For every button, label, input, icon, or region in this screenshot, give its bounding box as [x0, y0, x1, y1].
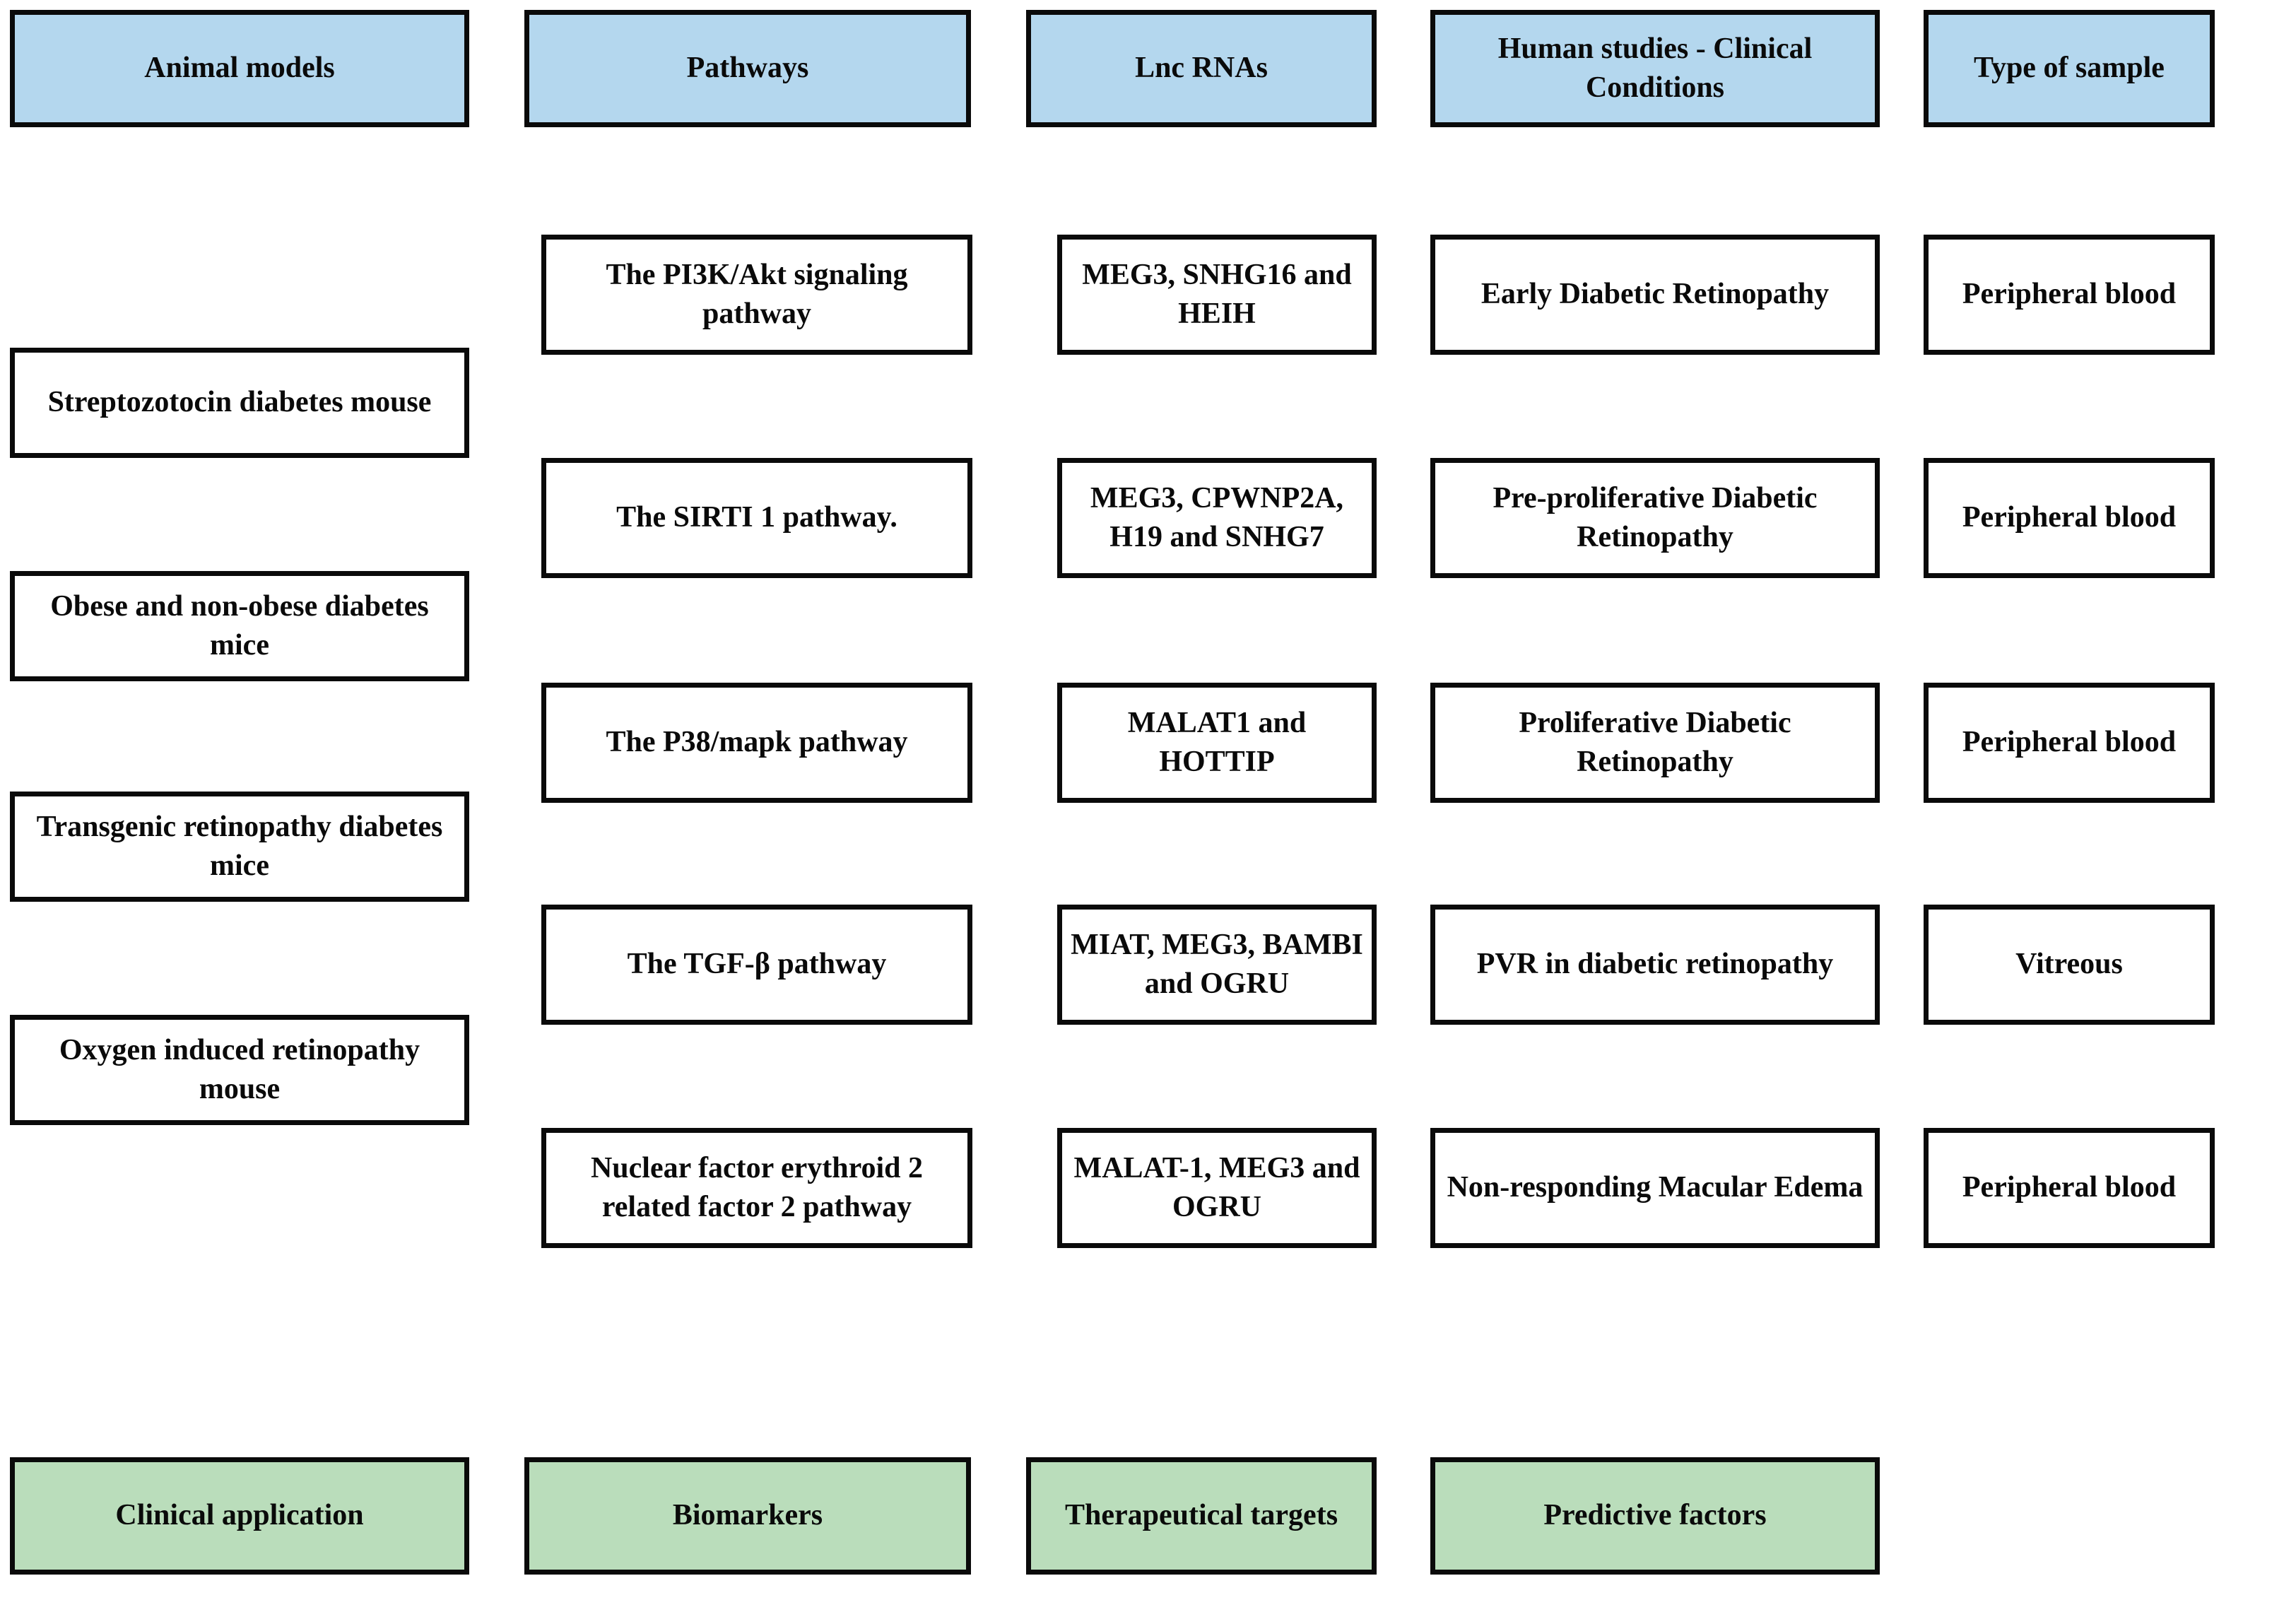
lnc-rna-label: MALAT-1, MEG3 and OGRU: [1073, 1151, 1360, 1223]
pathway-box: The TGF-β pathway: [541, 905, 972, 1025]
column-header-lnc-rnas-label: Lnc RNAs: [1135, 52, 1268, 85]
sample-type-label: Peripheral blood: [1962, 726, 2177, 759]
pathway-box: The P38/mapk pathway: [541, 683, 972, 803]
lnc-rna-box: MIAT, MEG3, BAMBI and OGRU: [1057, 905, 1377, 1025]
animal-model-label: Oxygen induced retinopathy mouse: [59, 1033, 420, 1105]
clinical-condition-box: Proliferative Diabetic Retinopathy: [1430, 683, 1880, 803]
lnc-rna-box: MEG3, CPWNP2A, H19 and SNHG7: [1057, 458, 1377, 578]
footer-label-predictive-factors: Predictive factors: [1543, 1499, 1767, 1532]
lnc-rna-label: MIAT, MEG3, BAMBI and OGRU: [1071, 928, 1363, 1000]
clinical-condition-box: Early Diabetic Retinopathy: [1430, 235, 1880, 355]
column-header-human-studies: Human studies - Clinical Conditions: [1430, 10, 1880, 127]
clinical-condition-label: PVR in diabetic retinopathy: [1476, 948, 1834, 981]
column-header-animal-models-label: Animal models: [144, 52, 335, 85]
animal-model-label: Transgenic retinopathy diabetes mice: [36, 810, 443, 882]
clinical-condition-box: PVR in diabetic retinopathy: [1430, 905, 1880, 1025]
animal-model-label: Streptozotocin diabetes mouse: [47, 386, 432, 419]
pathway-label: The TGF-β pathway: [627, 948, 887, 981]
column-header-lnc-rnas: Lnc RNAs: [1026, 10, 1377, 127]
sample-type-label: Peripheral blood: [1962, 278, 2177, 311]
sample-type-label: Peripheral blood: [1962, 501, 2177, 534]
footer-box-biomarkers: Biomarkers: [524, 1457, 971, 1575]
pathway-box: The PI3K/Akt signaling pathway: [541, 235, 972, 355]
pathway-box: Nuclear factor erythroid 2 related facto…: [541, 1128, 972, 1248]
lnc-rna-label: MALAT1 and HOTTIP: [1127, 706, 1307, 778]
clinical-condition-box: Pre-proliferative Diabetic Retinopathy: [1430, 458, 1880, 578]
lnc-rna-box: MEG3, SNHG16 and HEIH: [1057, 235, 1377, 355]
clinical-condition-label: Pre-proliferative Diabetic Retinopathy: [1493, 481, 1818, 553]
column-header-type-of-sample: Type of sample: [1924, 10, 2215, 127]
footer-label-biomarkers: Biomarkers: [672, 1499, 823, 1532]
footer-label-therapeutical-targets: Therapeutical targets: [1064, 1499, 1338, 1532]
column-header-type-of-sample-label: Type of sample: [1974, 52, 2165, 85]
animal-model-box: Oxygen induced retinopathy mouse: [10, 1015, 469, 1125]
sample-type-box: Peripheral blood: [1924, 235, 2215, 355]
column-header-pathways-label: Pathways: [686, 52, 809, 85]
animal-model-label: Obese and non-obese diabetes mice: [50, 589, 429, 661]
footer-box-therapeutical-targets: Therapeutical targets: [1026, 1457, 1377, 1575]
pathway-label: Nuclear factor erythroid 2 related facto…: [590, 1151, 924, 1223]
footer-box-predictive-factors: Predictive factors: [1430, 1457, 1880, 1575]
sample-type-box: Vitreous: [1924, 905, 2215, 1025]
column-header-animal-models: Animal models: [10, 10, 469, 127]
sample-type-box: Peripheral blood: [1924, 1128, 2215, 1248]
sample-type-label: Vitreous: [2015, 948, 2123, 981]
lnc-rna-label: MEG3, CPWNP2A, H19 and SNHG7: [1090, 481, 1344, 553]
clinical-condition-label: Proliferative Diabetic Retinopathy: [1519, 706, 1791, 778]
lnc-rna-box: MALAT-1, MEG3 and OGRU: [1057, 1128, 1377, 1248]
lnc-rna-box: MALAT1 and HOTTIP: [1057, 683, 1377, 803]
pathway-box: The SIRTI 1 pathway.: [541, 458, 972, 578]
column-header-human-studies-label: Human studies - Clinical Conditions: [1497, 32, 1813, 104]
clinical-condition-box: Non-responding Macular Edema: [1430, 1128, 1880, 1248]
animal-model-box: Transgenic retinopathy diabetes mice: [10, 792, 469, 902]
footer-box-clinical-application: Clinical application: [10, 1457, 469, 1575]
sample-type-label: Peripheral blood: [1962, 1171, 2177, 1204]
sample-type-box: Peripheral blood: [1924, 683, 2215, 803]
animal-model-box: Streptozotocin diabetes mouse: [10, 348, 469, 458]
lnc-rna-label: MEG3, SNHG16 and HEIH: [1082, 258, 1352, 330]
clinical-condition-label: Early Diabetic Retinopathy: [1480, 278, 1830, 311]
sample-type-box: Peripheral blood: [1924, 458, 2215, 578]
pathway-label: The SIRTI 1 pathway.: [616, 501, 897, 534]
pathway-label: The P38/mapk pathway: [606, 726, 908, 759]
footer-label-clinical-application: Clinical application: [115, 1499, 364, 1532]
column-header-pathways: Pathways: [524, 10, 971, 127]
pathway-label: The PI3K/Akt signaling pathway: [606, 258, 908, 330]
animal-model-box: Obese and non-obese diabetes mice: [10, 571, 469, 681]
clinical-condition-label: Non-responding Macular Edema: [1447, 1171, 1864, 1204]
